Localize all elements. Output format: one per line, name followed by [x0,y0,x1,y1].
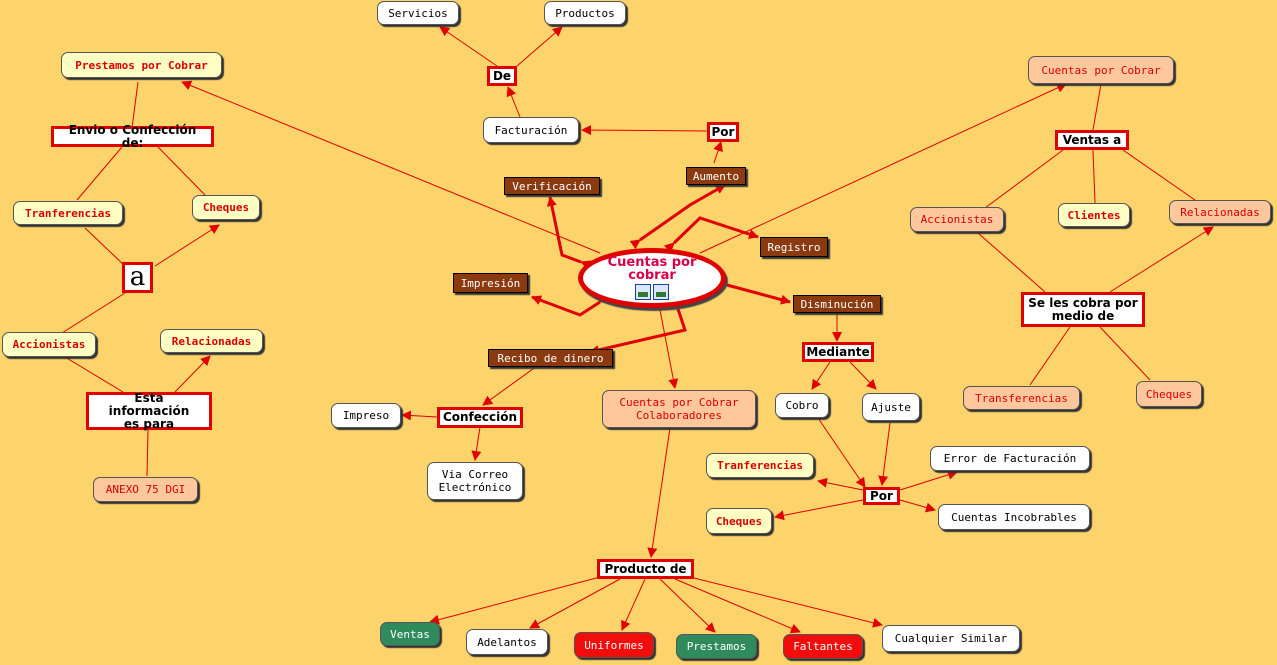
node-clientes[interactable]: Clientes [1058,203,1130,227]
node-registro[interactable]: Registro [760,237,828,257]
node-ajuste[interactable]: Ajuste [862,393,920,421]
node-ventas-a[interactable]: Ventas a [1055,130,1129,150]
node-producto-de[interactable]: Producto de [597,559,694,579]
document-icon[interactable] [653,284,669,300]
central-node-cuentas-por-cobrar[interactable]: Cuentas por cobrar [578,248,726,308]
node-recibo-de-dinero[interactable]: Recibo de dinero [488,349,613,367]
central-node-label: Cuentas por cobrar [607,255,697,283]
node-tranferencias-left[interactable]: Tranferencias [13,201,123,225]
node-verificacion[interactable]: Verificación [504,177,600,195]
node-se-les-cobra[interactable]: Se les cobra por medio de [1021,292,1145,327]
node-confeccion[interactable]: Confección [437,407,523,428]
node-impresion[interactable]: Impresión [453,273,528,293]
node-aumento[interactable]: Aumento [686,167,746,185]
node-anexo-75-dgi[interactable]: ANEXO 75 DGI [93,477,198,502]
node-accionistas-left[interactable]: Accionistas [2,332,96,357]
node-cheques-right[interactable]: Cheques [1136,381,1202,407]
node-prestamos-por-cobrar[interactable]: Prestamos por Cobrar [61,52,222,78]
node-cxc-colaboradores[interactable]: Cuentas por Cobrar Colaboradores [602,390,756,428]
node-por-bottom[interactable]: Por [863,487,900,505]
node-a[interactable]: a [122,262,153,293]
node-prestamos[interactable]: Prestamos [676,634,757,659]
node-adelantos[interactable]: Adelantos [466,629,548,655]
node-envio-confeccion[interactable]: Envio o Confección de: [51,123,214,149]
node-servicios[interactable]: Servicios [377,1,459,25]
node-de[interactable]: De [487,66,517,86]
node-uniformes[interactable]: Uniformes [574,632,654,658]
node-cheques-left[interactable]: Cheques [192,195,260,220]
node-esta-informacion[interactable]: Esta información es para [86,391,212,430]
node-faltantes[interactable]: Faltantes [783,634,863,659]
node-via-correo[interactable]: Via Correo Electrónico [427,462,523,500]
node-disminucion[interactable]: Disminución [793,295,881,313]
node-cualquier-similar[interactable]: Cualquier Similar [882,625,1020,652]
central-node-icons [635,284,669,300]
node-accionistas-right[interactable]: Accionistas [910,207,1004,232]
node-tranferencias-mid[interactable]: Tranferencias [706,453,814,478]
node-mediante[interactable]: Mediante [802,342,874,362]
node-impreso[interactable]: Impreso [331,403,401,428]
node-error-facturacion[interactable]: Error de Facturación [930,446,1090,471]
node-ventas[interactable]: Ventas [380,622,440,646]
node-productos[interactable]: Productos [544,1,626,25]
node-relacionadas-left[interactable]: Relacionadas [160,329,263,353]
image-icon[interactable] [635,284,651,300]
node-por-top[interactable]: Por [707,122,739,142]
node-cheques-mid[interactable]: Cheques [706,508,772,534]
node-cobro[interactable]: Cobro [775,393,829,418]
node-relacionadas-right[interactable]: Relacionadas [1169,200,1271,224]
node-transferencias-right[interactable]: Transferencias [963,386,1080,410]
node-facturacion[interactable]: Facturación [483,117,579,143]
node-cuentas-por-cobrar-right[interactable]: Cuentas por Cobrar [1028,56,1174,84]
node-cuentas-incobrables[interactable]: Cuentas Incobrables [938,504,1090,530]
